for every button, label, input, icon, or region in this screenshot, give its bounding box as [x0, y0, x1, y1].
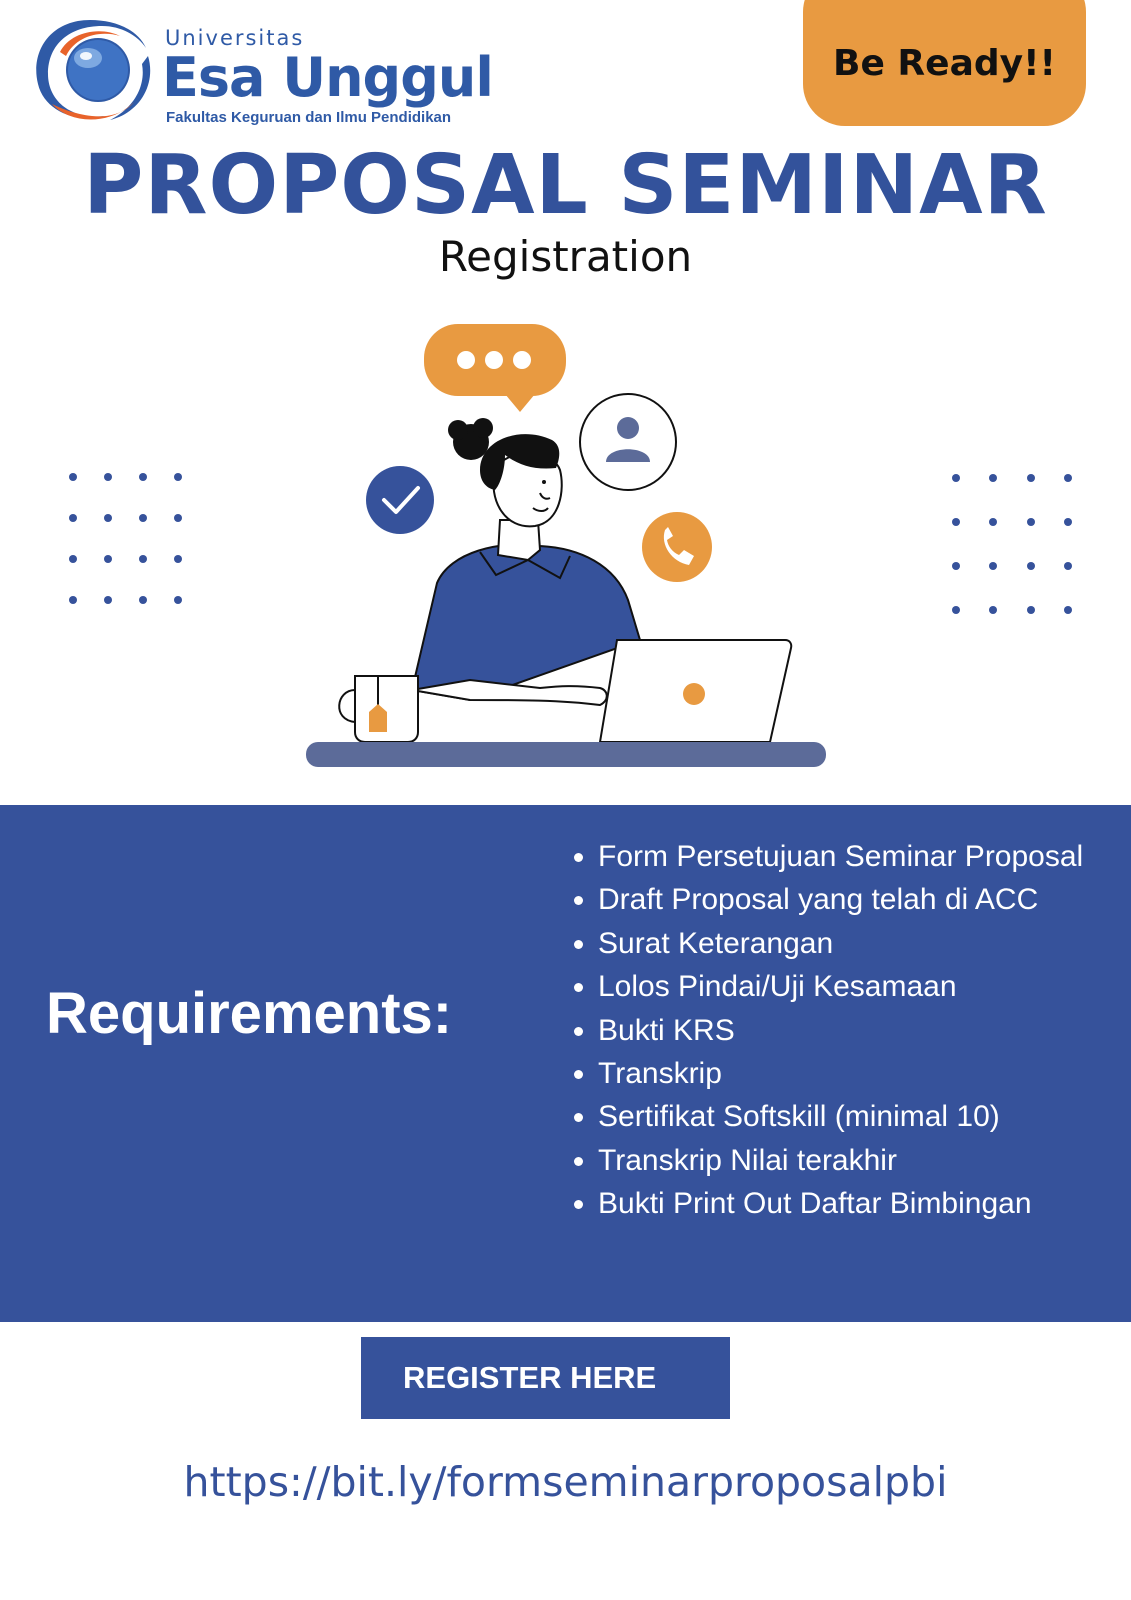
page-subtitle: Registration: [438, 232, 693, 281]
list-item: Lolos Pindai/Uji Kesamaan: [572, 965, 1083, 1008]
list-item: Draft Proposal yang telah di ACC: [572, 878, 1083, 921]
bullet-icon: [574, 1026, 583, 1036]
bullet-icon: [574, 896, 583, 906]
requirements-list: Form Persetujuan Seminar Proposal Draft …: [572, 835, 1083, 1226]
bullet-icon: [574, 853, 583, 862]
bullet-icon: [574, 1200, 583, 1210]
requirements-heading: Requirements:: [46, 981, 453, 1046]
bullet-icon: [574, 939, 583, 949]
list-item: Bukti KRS: [572, 1009, 1083, 1052]
tea-mug-icon: [338, 675, 419, 743]
be-ready-badge: Be Ready!!: [803, 0, 1086, 126]
globe-swirl-logo-icon: [36, 20, 151, 120]
list-item: Transkrip: [572, 1052, 1083, 1095]
bullet-icon: [574, 1156, 583, 1166]
registration-link[interactable]: https://bit.ly/formseminarproposalpbi: [183, 1458, 948, 1506]
desk: [306, 742, 826, 767]
laptop-icon: [598, 639, 793, 743]
university-logo: Universitas Esa Unggul Fakultas Keguruan…: [30, 12, 494, 127]
university-name: Esa Unggul: [162, 46, 494, 109]
chat-bubble-icon: [424, 324, 566, 412]
person-figure: [410, 418, 642, 707]
dot-grid-right: [952, 474, 1072, 614]
university-label: Universitas: [165, 26, 305, 50]
phone-icon: [642, 512, 712, 582]
requirements-section: Requirements: Form Persetujuan Seminar P…: [0, 805, 1131, 1322]
list-item: Transkrip Nilai terakhir: [572, 1139, 1083, 1182]
list-item: Surat Keterangan: [572, 922, 1083, 965]
list-item: Sertifikat Softskill (minimal 10): [572, 1095, 1083, 1138]
registration-illustration: [306, 324, 826, 767]
page-title: PROPOSAL SEMINAR: [83, 138, 1048, 233]
faculty-name: Fakultas Keguruan dan Ilmu Pendidikan: [166, 109, 452, 126]
bullet-icon: [574, 1113, 583, 1123]
bullet-icon: [574, 1069, 583, 1079]
list-item: Bukti Print Out Daftar Bimbingan: [572, 1182, 1083, 1225]
bullet-icon: [574, 983, 583, 993]
list-item: Form Persetujuan Seminar Proposal: [572, 835, 1083, 878]
dot-grid-left: [69, 473, 182, 604]
checkmark-icon: [366, 466, 434, 534]
register-here-button[interactable]: REGISTER HERE: [361, 1337, 730, 1419]
user-profile-icon: [579, 393, 677, 491]
